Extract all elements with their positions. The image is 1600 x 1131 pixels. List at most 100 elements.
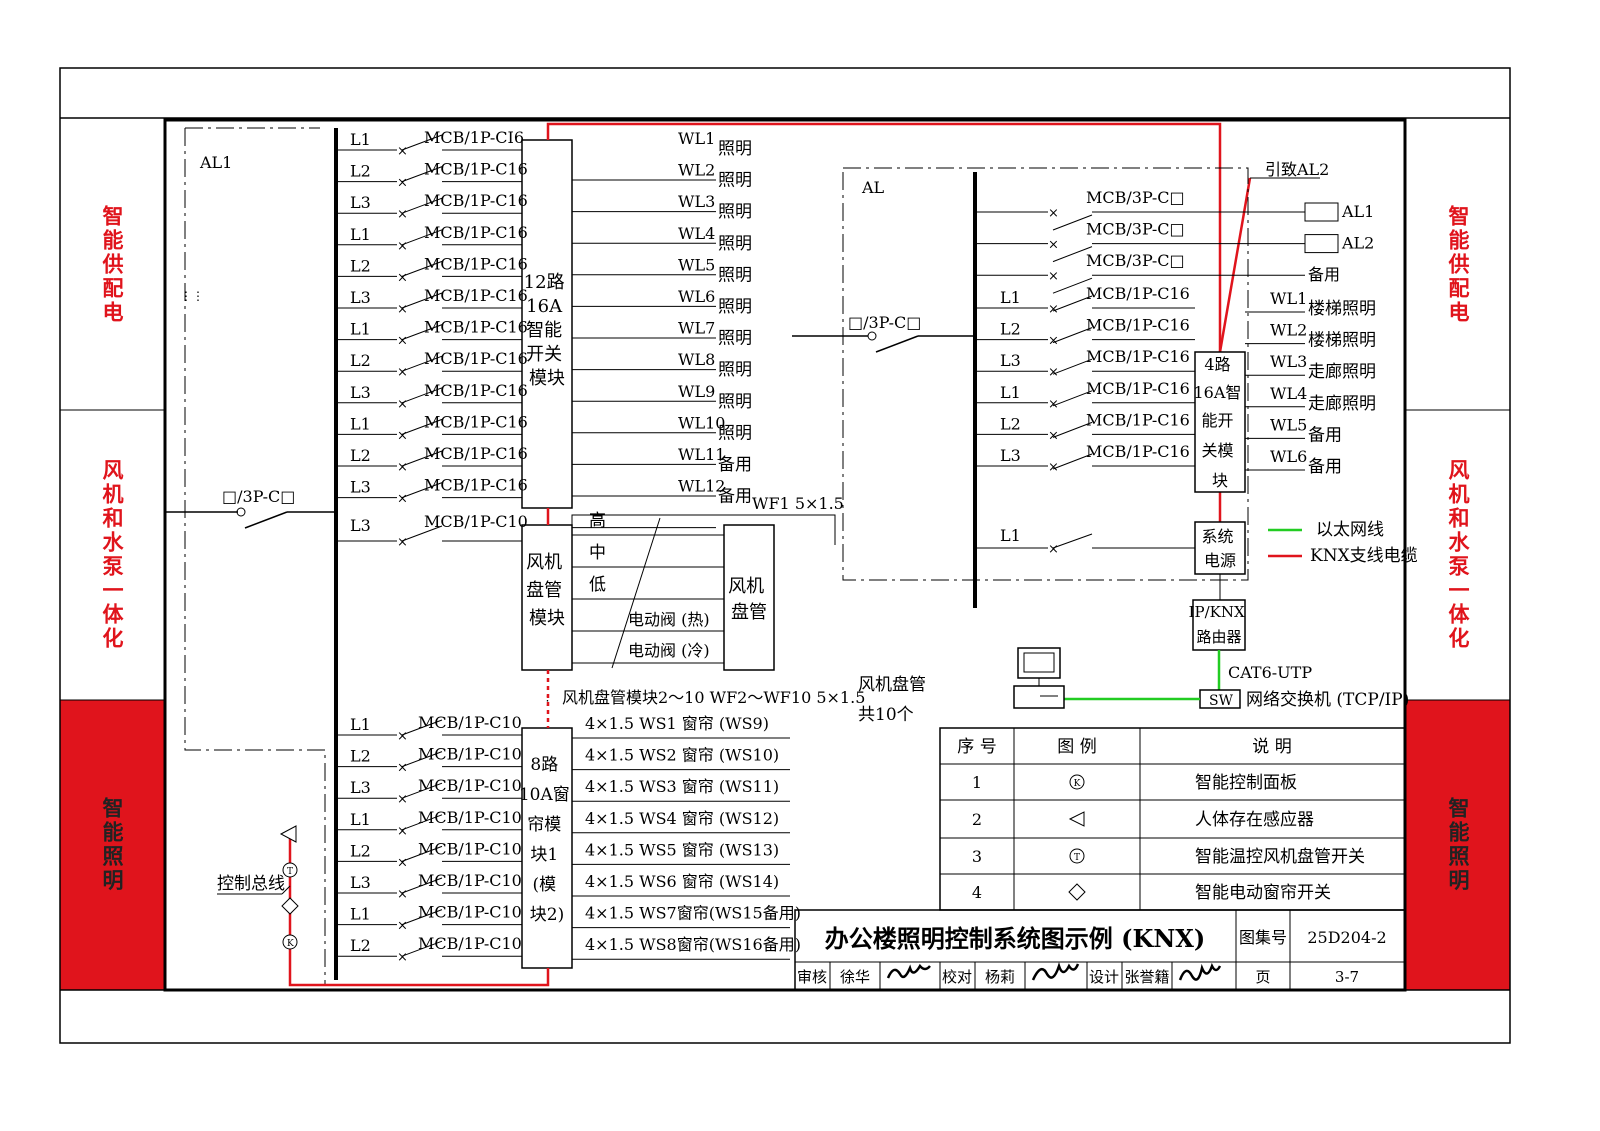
legend-ethernet-label: 以太网线 xyxy=(1316,520,1384,540)
al-circuit-5-out: WL5 xyxy=(1270,415,1307,434)
drawing-frame xyxy=(163,118,1407,992)
al1-circuit-11-breaker: MCB/1P-C16 xyxy=(424,444,528,463)
symbol-row-no: 2 xyxy=(972,810,982,829)
al1-circuit-6-use: 照明 xyxy=(718,297,752,317)
al-feeder-1-out: AL1 xyxy=(1341,202,1374,221)
al-circuit-6-breaker: MCB/1P-C16 xyxy=(1086,442,1190,461)
smart-switch-module-12[interactable] xyxy=(521,139,573,509)
side-tab-power-left[interactable]: 智能供配电 xyxy=(100,205,125,325)
al-circuit-5-breaker: MCB/1P-C16 xyxy=(1086,410,1190,429)
curtain-circuit-3-breaker-x: × xyxy=(397,792,408,807)
curtain-circuit-4-breaker-x: × xyxy=(397,824,408,839)
al1-circuit-11-phase: L2 xyxy=(350,446,371,465)
al1-main-breaker-blade xyxy=(244,511,288,529)
curtain-circuit-1-breaker-blade xyxy=(401,719,443,736)
fan-coil-unit[interactable] xyxy=(723,524,775,671)
al-circuit-3-breaker: MCB/1P-C16 xyxy=(1086,347,1190,366)
smart-panel-glyph: K xyxy=(287,939,294,949)
al-feeder-1-blade xyxy=(1052,214,1093,231)
al-circuit-5-breaker-x: × xyxy=(1048,428,1059,443)
curtain-circuit-2-phase: L2 xyxy=(350,747,371,766)
curtain-switch-icon xyxy=(1068,883,1086,901)
al1-circuit-3-use: 照明 xyxy=(718,202,752,222)
al1-circuit-12-phase: L3 xyxy=(350,478,371,497)
al-circuit-2-use: 楼梯照明 xyxy=(1308,331,1376,351)
curtain-circuit-7-breaker-blade xyxy=(401,909,443,926)
al-circuit-1-use: 楼梯照明 xyxy=(1308,299,1376,319)
side-tab-fan-right[interactable]: 风机和水泵一体化 xyxy=(1446,459,1471,651)
al-feeder-3-breaker: MCB/3P-C□ xyxy=(1086,251,1185,270)
curtain-circuit-1-breaker-x: × xyxy=(397,729,408,744)
curtain-circuit-4-out: 4×1.5 WS4 窗帘 (WS12) xyxy=(585,809,779,828)
al-circuit-5-blade xyxy=(1052,421,1093,438)
psu-breaker-x: × xyxy=(1048,542,1059,557)
al-feeder-3-breaker-x: × xyxy=(1048,269,1059,284)
curtain-circuit-8-out: 4×1.5 WS8窗帘(WS16备用) xyxy=(585,935,801,954)
title-block-frame xyxy=(794,909,1406,991)
al1-circuit-4-breaker: MCB/1P-C16 xyxy=(424,223,528,242)
al-enclosure xyxy=(842,167,1249,581)
curtain-circuit-7-breaker-x: × xyxy=(397,919,408,934)
al-feeder-3-out: 备用 xyxy=(1308,265,1340,284)
al-circuit-4-use: 走廊照明 xyxy=(1308,394,1376,414)
al-circuit-2-blade xyxy=(1052,327,1093,344)
curtain-switch-icon[interactable] xyxy=(281,897,299,915)
al1-circuit-1-breaker-x: × xyxy=(397,144,408,159)
fan-feed-wire xyxy=(571,514,836,545)
symbol-table-frame xyxy=(939,727,1406,911)
al1-circuit-7-phase: L1 xyxy=(350,320,371,339)
legend-knx-label: KNX支线电缆 xyxy=(1310,546,1418,566)
al1-circuit-12-use: 备用 xyxy=(718,487,752,507)
fan-coil-module[interactable] xyxy=(521,524,573,671)
router-text: IP/KNX 路由器 xyxy=(1189,603,1250,646)
al1-circuit-2-out: WL2 xyxy=(678,161,715,180)
smart-switch-module-4[interactable] xyxy=(1194,351,1246,493)
psu-blade xyxy=(1052,533,1093,549)
presence-sensor-icon[interactable] xyxy=(279,825,297,843)
curtain-circuit-6-breaker-blade xyxy=(401,877,443,894)
system-power-supply[interactable] xyxy=(1194,521,1246,575)
al1-circuit-11-breaker-x: × xyxy=(397,460,408,475)
al-main-breaker-blade xyxy=(875,335,919,353)
side-tab-lighting-left[interactable]: 智能照明 xyxy=(60,700,164,990)
pc-base xyxy=(1013,685,1065,709)
thermostat-switch-icon[interactable] xyxy=(282,862,298,878)
curtain-circuit-6-breaker: MCB/1P-C10 xyxy=(418,871,522,890)
al1-circuit-10-phase: L1 xyxy=(350,414,371,433)
al1-circuit-2-breaker: MCB/1P-C16 xyxy=(424,160,528,179)
al1-circuit-1-breaker-blade xyxy=(401,134,443,151)
smart-panel-icon[interactable] xyxy=(282,934,298,950)
curtain-circuit-4-breaker-blade xyxy=(401,814,443,831)
curtain-module[interactable] xyxy=(521,727,573,969)
al1-circuit-11-breaker-blade xyxy=(401,450,443,467)
al-circuit-6-use: 备用 xyxy=(1308,457,1342,477)
check-label: 校对 xyxy=(942,968,972,986)
computer-icon[interactable] xyxy=(1013,647,1065,709)
al1-dots: ⋮⋮ xyxy=(180,289,204,303)
al-circuit-6-out: WL6 xyxy=(1270,447,1307,466)
side-tab-fan-left[interactable]: 风机和水泵一体化 xyxy=(100,459,125,651)
al1-circuit-1-breaker: MCB/1P-CI6 xyxy=(424,128,524,147)
al1-circuit-9-use: 照明 xyxy=(718,392,752,412)
side-tab-lighting-right[interactable]: 智能照明 xyxy=(1406,700,1510,990)
curtain-circuit-7-phase: L1 xyxy=(350,905,371,924)
curtain-circuit-2-out: 4×1.5 WS2 窗帘 (WS10) xyxy=(585,746,779,765)
thermostat-glyph: T xyxy=(1074,853,1080,863)
curtain-circuit-8-phase: L2 xyxy=(350,936,371,955)
al1-circuit-10-use: 照明 xyxy=(718,423,752,443)
al-circuit-1-breaker-x: × xyxy=(1048,302,1059,317)
al-circuit-4-breaker-x: × xyxy=(1048,397,1059,412)
al-main-breaker-contact xyxy=(867,331,877,341)
al-feeder-3-blade xyxy=(1052,277,1093,294)
atlas-label: 图集号 xyxy=(1239,928,1287,947)
al1-circuit-12-breaker-x: × xyxy=(397,492,408,507)
al1-circuit-1-phase: L1 xyxy=(350,130,371,149)
review-label: 审核 xyxy=(797,968,827,986)
check-signature xyxy=(1031,962,1080,981)
curtain-circuit-7-out: 4×1.5 WS7窗帘(WS15备用) xyxy=(585,904,801,923)
side-tab-power-right[interactable]: 智能供配电 xyxy=(1446,205,1471,325)
fan-speed-mid: 中 xyxy=(589,543,606,563)
al1-circuit-7-breaker-x: × xyxy=(397,334,408,349)
